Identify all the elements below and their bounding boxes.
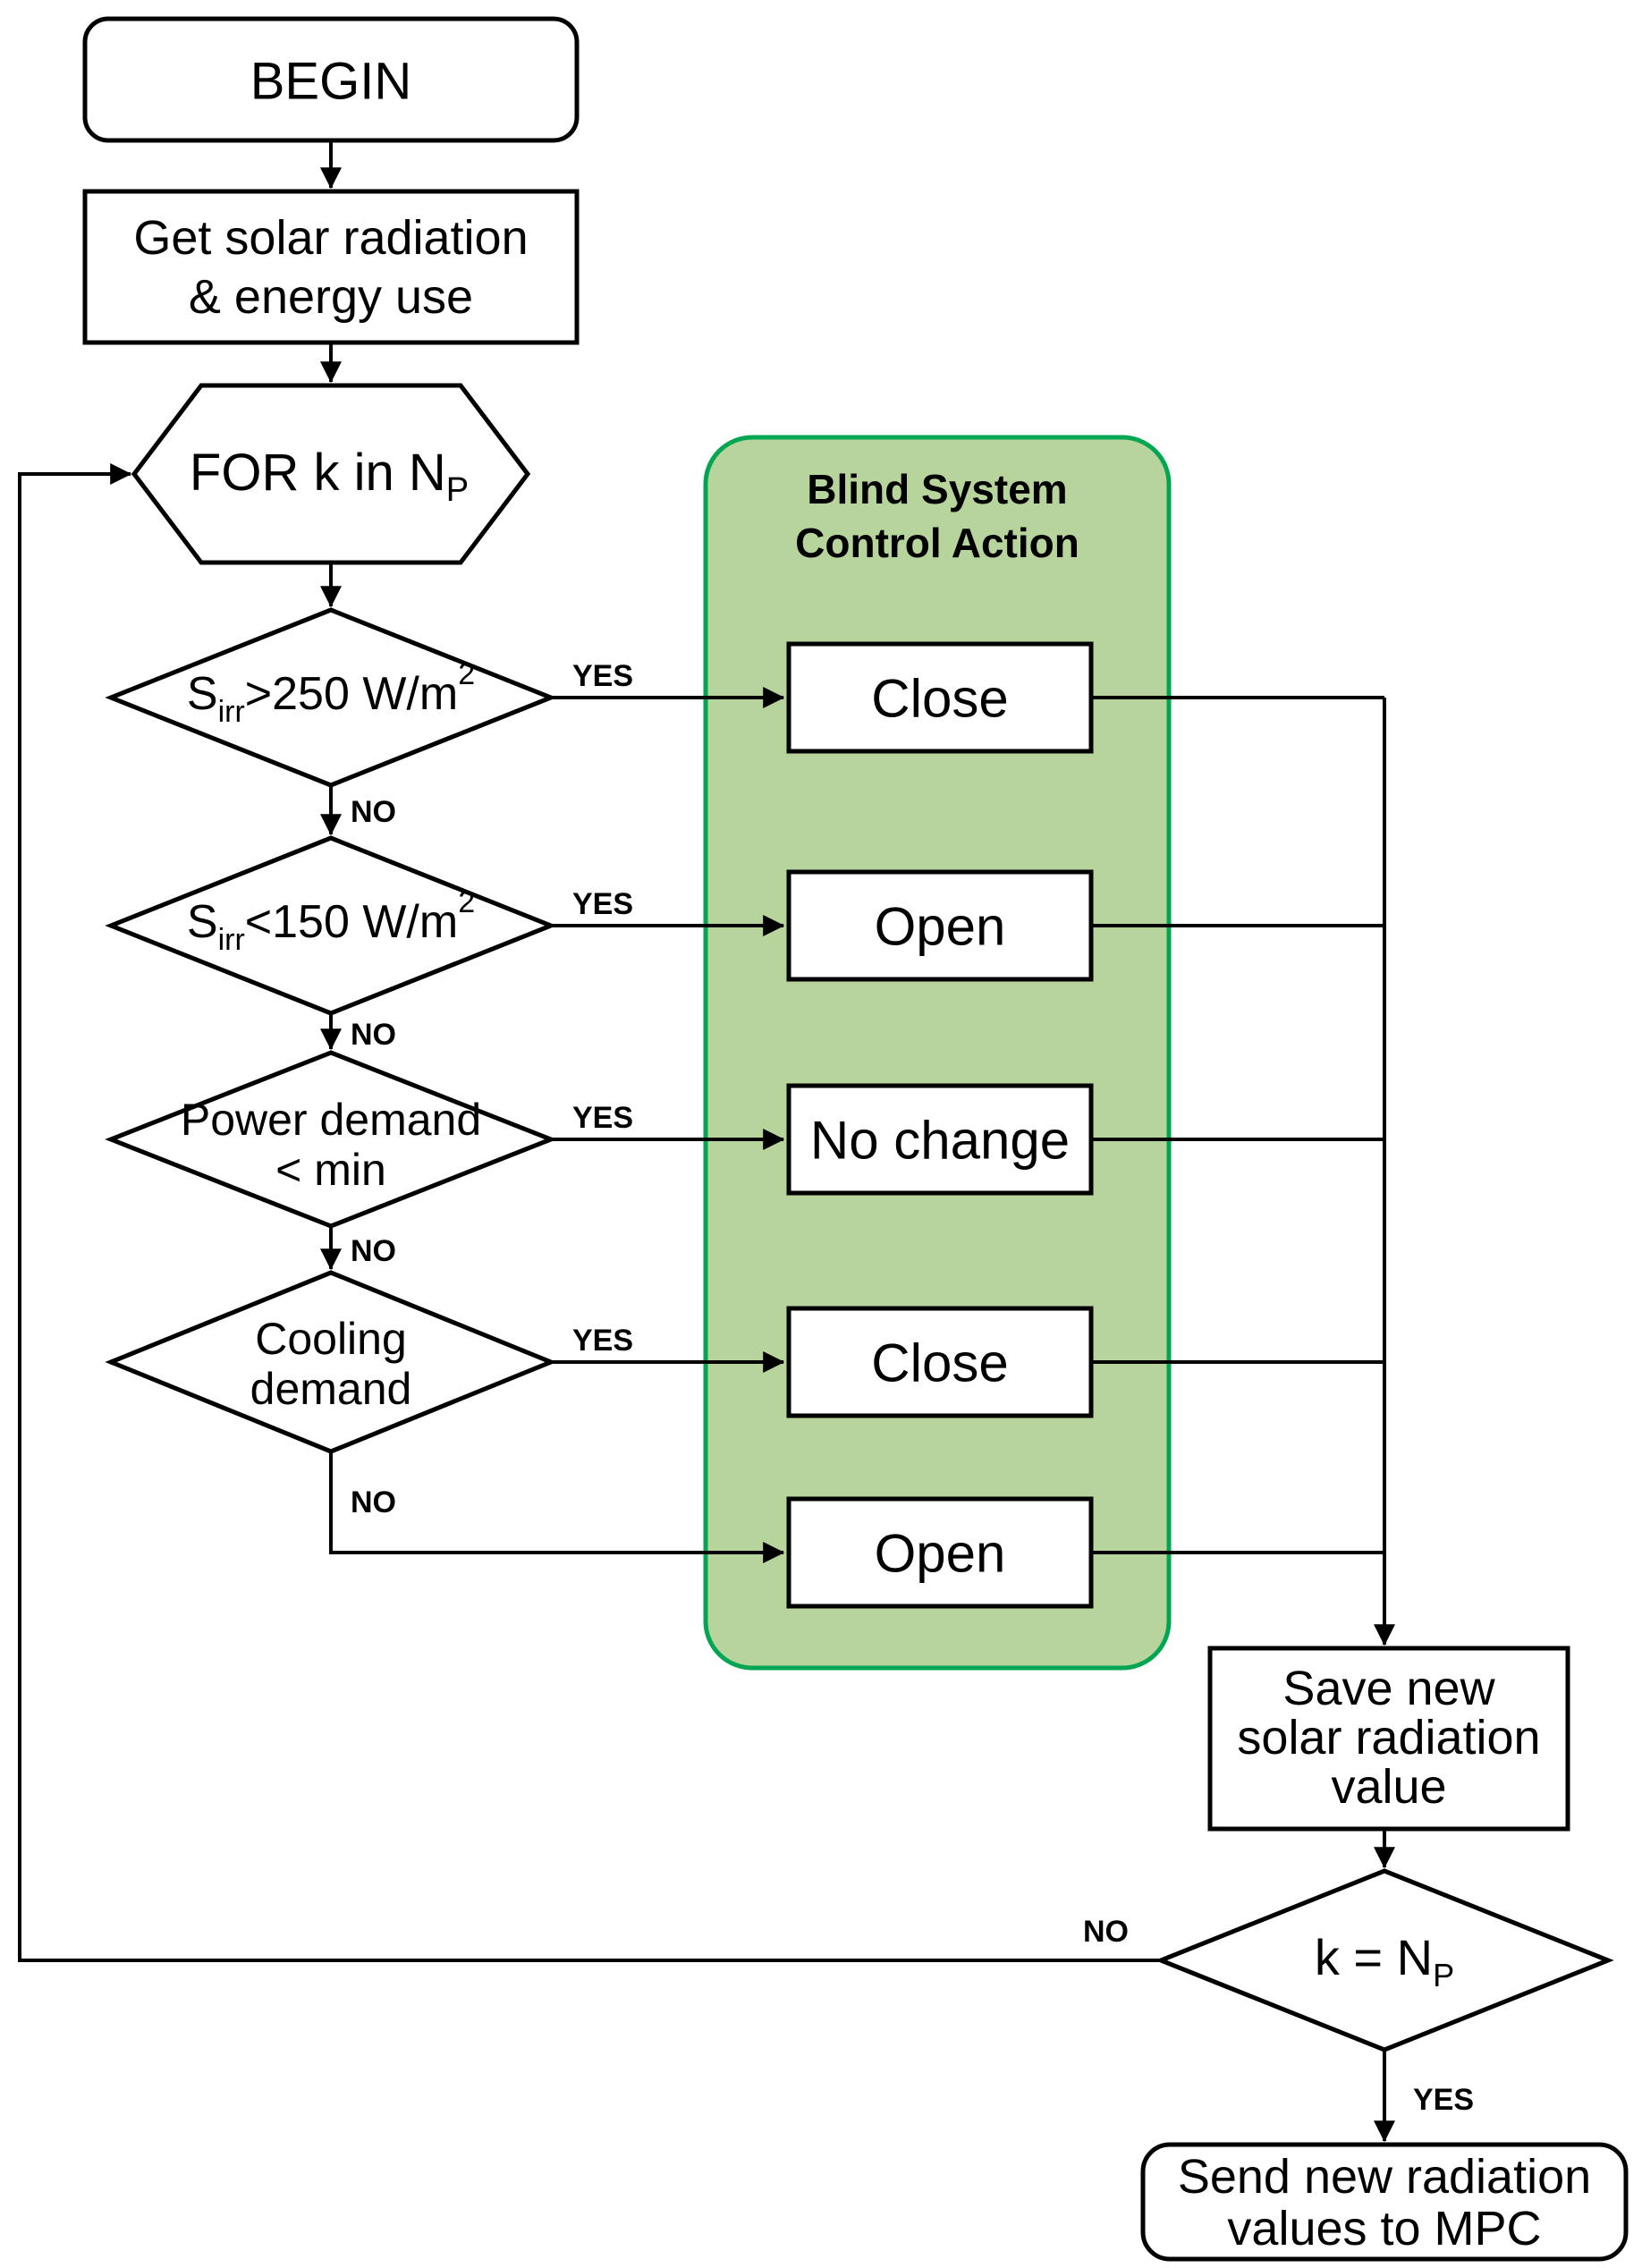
begin-label: BEGIN: [250, 53, 412, 111]
decision-irr-low-diamond: [105, 835, 557, 1016]
action-close-1-label: Close: [871, 669, 1008, 729]
loop-check-diamond: [1155, 1868, 1614, 2052]
action-open-2-box: [786, 1496, 1094, 1609]
decision-cooling-demand-line-2: demand: [250, 1364, 412, 1414]
loop-check-label: k = NP: [1315, 1929, 1454, 1993]
action-open-1-label: Open: [875, 897, 1006, 957]
decision-power-demand-diamond: [105, 1050, 557, 1229]
for-loop-label: FOR k in NP: [190, 444, 469, 510]
node-decision-cooling-demand: Cooling demand: [105, 1270, 557, 1454]
action-close-2-label: Close: [871, 1333, 1008, 1393]
decision-irr-high-label: Sirr>250 W/m2: [187, 657, 475, 729]
edge-check-no-return: [18, 463, 1161, 1962]
label-no-2: NO: [351, 1018, 396, 1052]
save-value-box: [1207, 1646, 1570, 1832]
node-loop-check: k = NP: [1155, 1868, 1614, 2052]
label-yes-1: YES: [572, 659, 633, 693]
label-no-1: NO: [351, 795, 396, 829]
for-loop-hexagon: [131, 383, 531, 565]
action-close-2-box: [786, 1306, 1094, 1418]
decision-cooling-demand-line-1: Cooling: [255, 1314, 407, 1364]
node-action-close-2: Close: [786, 1306, 1094, 1418]
save-value-line-1: Save new: [1282, 1662, 1495, 1715]
decision-cooling-demand-diamond: [105, 1270, 557, 1454]
label-check-no: NO: [1083, 1915, 1129, 1949]
action-open-1-box: [786, 869, 1094, 982]
node-decision-irr-low: Sirr<150 W/m2: [105, 835, 557, 1016]
action-no-change-label: No change: [810, 1111, 1070, 1171]
node-get-data: Get solar radiation & energy use: [82, 189, 580, 345]
action-open-2-label: Open: [875, 1524, 1006, 1584]
action-no-change-box: [786, 1083, 1094, 1196]
get-data-box: [82, 189, 580, 345]
label-yes-4: YES: [572, 1324, 633, 1358]
node-action-close-1: Close: [786, 641, 1094, 754]
node-save-value: Save new solar radiation value: [1207, 1646, 1570, 1832]
panel-title-line-2: Control Action: [795, 520, 1079, 566]
node-begin: BEGIN: [82, 16, 580, 143]
send-to-mpc-line-1: Send new radiation: [1178, 2150, 1591, 2204]
decision-power-demand-line-2: < min: [275, 1145, 386, 1195]
blind-system-panel: Blind System Control Action: [703, 435, 1172, 1671]
get-data-line-2: & energy use: [189, 270, 473, 324]
save-value-line-2: solar radiation: [1237, 1711, 1540, 1764]
blind-system-panel-box: [703, 435, 1172, 1671]
node-for-loop: FOR k in NP: [131, 383, 531, 565]
label-check-yes: YES: [1413, 2083, 1474, 2117]
save-value-line-3: value: [1331, 1760, 1446, 1814]
label-no-3: NO: [351, 1234, 396, 1268]
node-send-to-mpc: Send new radiation values to MPC: [1140, 2142, 1629, 2262]
send-to-mpc-line-2: values to MPC: [1227, 2202, 1541, 2255]
node-decision-power-demand: Power demand < min: [105, 1050, 557, 1229]
label-no-4: NO: [351, 1485, 396, 1519]
decision-power-demand-line-1: Power demand: [181, 1095, 481, 1145]
edge-d4-no-to-open: [329, 1451, 785, 1563]
begin-box: [82, 16, 580, 143]
node-action-open-2: Open: [786, 1496, 1094, 1609]
action-close-1-box: [786, 641, 1094, 754]
node-action-no-change: No change: [786, 1083, 1094, 1196]
send-to-mpc-box: [1140, 2142, 1629, 2262]
label-yes-3: YES: [572, 1101, 633, 1135]
node-action-open-1: Open: [786, 869, 1094, 982]
panel-title-line-1: Blind System: [807, 466, 1067, 512]
label-yes-2: YES: [572, 887, 633, 921]
node-decision-irr-high: Sirr>250 W/m2: [105, 607, 557, 788]
decision-irr-high-diamond: [105, 607, 557, 788]
decision-irr-low-label: Sirr<150 W/m2: [187, 885, 475, 957]
get-data-line-1: Get solar radiation: [133, 211, 528, 265]
